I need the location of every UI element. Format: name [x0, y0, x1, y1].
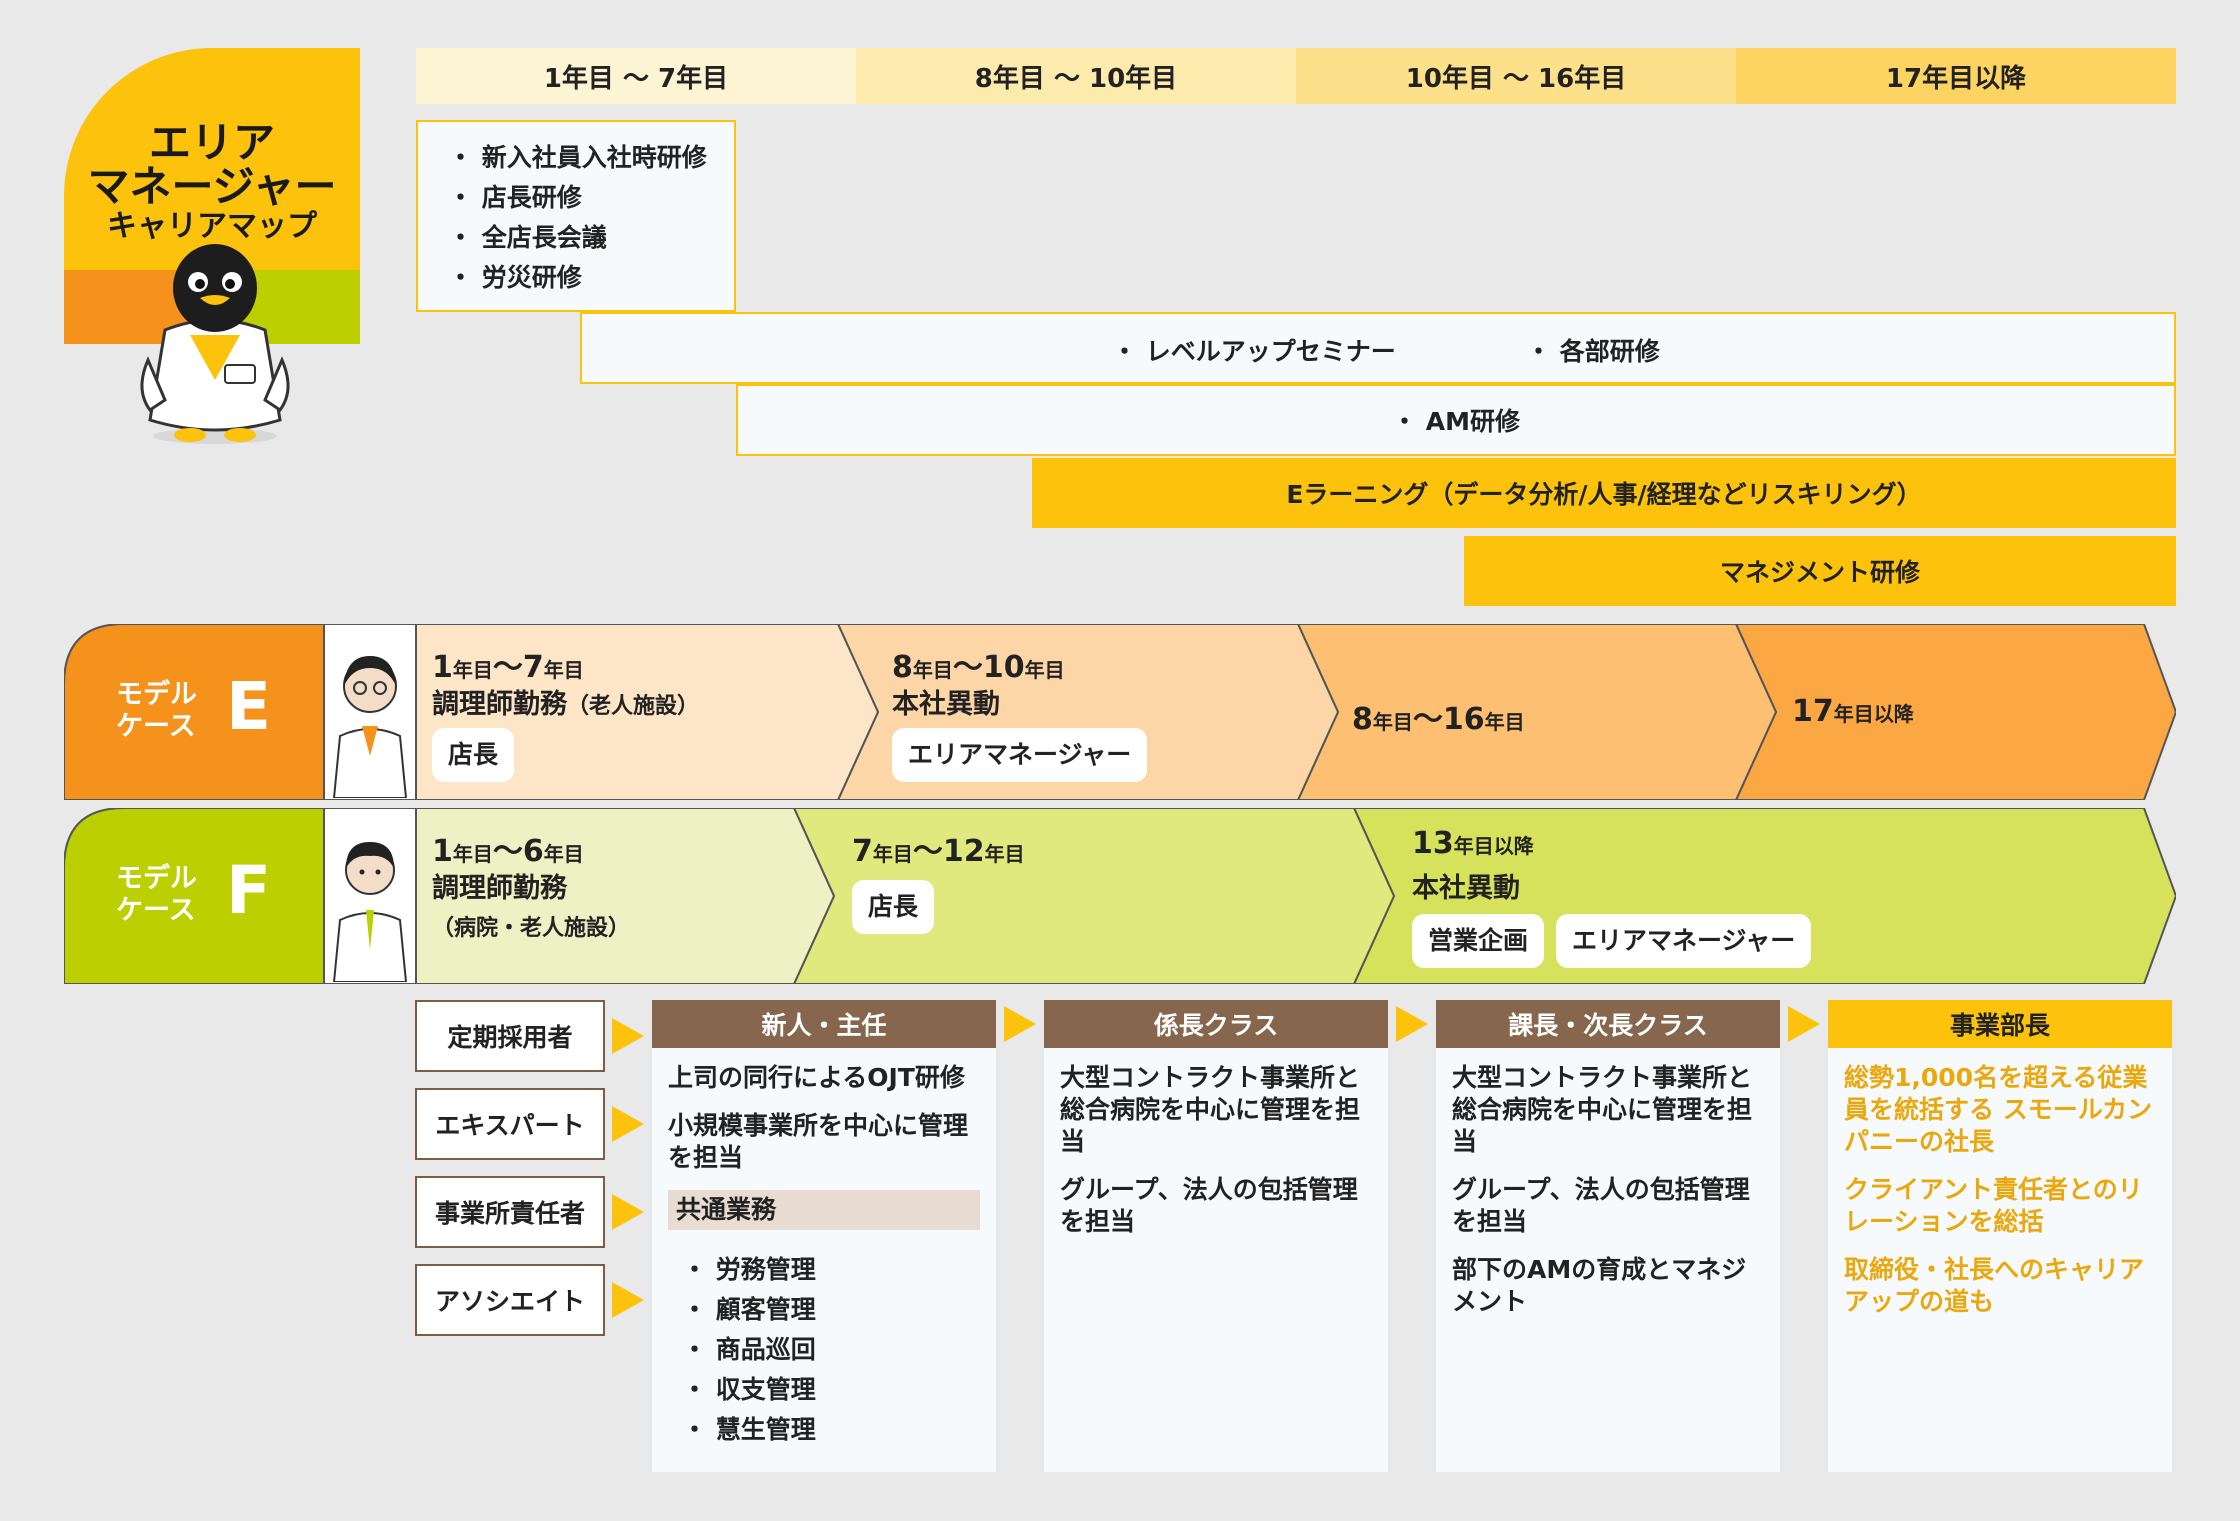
col-head-section-chief: 課長・次長クラス [1436, 1000, 1780, 1048]
col-item: グループ、法人の包括管理を担当 [1452, 1174, 1764, 1238]
year-header-4: 17年目以降 [1736, 48, 2176, 104]
case-f-s2-pill: 店長 [852, 880, 934, 934]
case-f-label1: モデル [116, 864, 197, 894]
case-f-label2: ケース [116, 896, 196, 926]
training-levelup-row: ・ レベルアップセミナー ・ 各部研修 [580, 312, 2176, 384]
col-head-division-head: 事業部長 [1828, 1000, 2172, 1048]
entry-associate: アソシエイト [415, 1264, 605, 1336]
col-item: 部下のAMの育成とマネジメント [1452, 1254, 1764, 1318]
col-head-newcomer: 新人・主任 [652, 1000, 996, 1048]
training-levelup: ・ レベルアップセミナー [1112, 332, 1396, 368]
training-item: ・ 全店長会議 [448, 218, 734, 258]
case-f-s3-pill1: 営業企画 [1412, 914, 1544, 968]
arrow-right-icon [1004, 1006, 1036, 1042]
case-e-s3-years: 8年目～16年目 [1352, 694, 1525, 738]
col-body-section-chief: 大型コントラクト事業所と総合病院を中心に管理を担当 グループ、法人の包括管理を担… [1436, 1048, 1780, 1472]
year-header-1: 1年目 ～ 7年目 [416, 48, 856, 104]
model-case-e: モデル ケース E 1年目～7年目 調理師勤務（老人施設） 店長 8年目～10年… [64, 624, 2176, 800]
case-f-s2-years: 7年目～12年目 [852, 826, 1025, 870]
year-header-3: 10年目 ～ 16年目 [1296, 48, 1736, 104]
training-dept: ・ 各部研修 [1526, 332, 1660, 368]
arrow-right-icon [612, 1018, 644, 1054]
arrow-right-icon [612, 1106, 644, 1142]
case-e-s1-years: 1年目～7年目 [432, 642, 584, 686]
col-head-chief: 係長クラス [1044, 1000, 1388, 1048]
training-elearning: Eラーニング（データ分析/人事/経理などリスキリング） [1032, 458, 2176, 528]
arrow-right-icon [1396, 1006, 1428, 1042]
case-e-s2-job: 本社異動 [892, 682, 1000, 721]
case-f-letter: F [226, 852, 271, 929]
case-f-s1-job2: （病院・老人施設） [432, 910, 630, 942]
title-line2: マネージャー [64, 164, 360, 210]
col-item: 小規模事業所を中心に管理を担当 [668, 1110, 980, 1174]
entry-regular: 定期採用者 [415, 1000, 605, 1072]
col-item: 総勢1,000名を超える従業員を統括する スモールカンパニーの社長 [1844, 1062, 2156, 1158]
list-item: ・ 顧客管理 [668, 1290, 980, 1330]
case-e-letter: E [226, 668, 271, 745]
case-f-s3-pill2: エリアマネージャー [1556, 914, 1811, 968]
case-e-label1: モデル [116, 680, 197, 710]
col-body-division-head: 総勢1,000名を超える従業員を統括する スモールカンパニーの社長 クライアント… [1828, 1048, 2172, 1472]
training-item: ・ 労災研修 [448, 258, 734, 298]
case-f-s1-years: 1年目～6年目 [432, 826, 584, 870]
arrow-right-icon [612, 1194, 644, 1230]
female-chef-avatar-icon [326, 646, 414, 798]
arrow-right-icon [612, 1282, 644, 1318]
training-item: ・ 新入社員入社時研修 [448, 138, 734, 178]
model-case-f: モデル ケース F 1年目～6年目 調理師勤務 （病院・老人施設） 7年目～12… [64, 808, 2176, 984]
training-item: ・ 店長研修 [448, 178, 734, 218]
penguin-mascot-icon [130, 240, 300, 450]
case-f-s1-job: 調理師勤務 [432, 866, 567, 905]
case-e-s2-pill: エリアマネージャー [892, 728, 1147, 782]
training-management: マネジメント研修 [1464, 536, 2176, 606]
case-f-s3-job: 本社異動 [1412, 866, 1520, 905]
col-item: 取締役・社長へのキャリアアップの道も [1844, 1254, 2156, 1318]
case-e-s4-years: 17年目以降 [1792, 694, 1914, 729]
common-duties-list: ・ 労務管理 ・ 顧客管理 ・ 商品巡回 ・ 収支管理 ・ 慧生管理 [668, 1250, 980, 1450]
col-item: クライアント責任者とのリレーションを総括 [1844, 1174, 2156, 1238]
arrow-right-icon [1788, 1006, 1820, 1042]
case-e-s2-years: 8年目～10年目 [892, 642, 1065, 686]
col-item: グループ、法人の包括管理を担当 [1060, 1174, 1372, 1238]
case-e-s1-job: 調理師勤務（老人施設） [432, 682, 699, 721]
year-header-2: 8年目 ～ 10年目 [856, 48, 1296, 104]
col-body-newcomer: 上司の同行によるOJT研修 小規模事業所を中心に管理を担当 共通業務 ・ 労務管… [652, 1048, 996, 1472]
case-e-label2: ケース [116, 712, 196, 742]
entry-expert: エキスパート [415, 1088, 605, 1160]
list-item: ・ 慧生管理 [668, 1410, 980, 1450]
title-line3: キャリアマップ [64, 210, 360, 244]
male-chef-avatar-icon [326, 830, 414, 982]
training-first-year: ・ 新入社員入社時研修 ・ 店長研修 ・ 全店長会議 ・ 労災研修 [416, 120, 736, 312]
list-item: ・ 商品巡回 [668, 1330, 980, 1370]
entry-manager: 事業所責任者 [415, 1176, 605, 1248]
col-item: 大型コントラクト事業所と総合病院を中心に管理を担当 [1060, 1062, 1372, 1158]
title-line1: エリア [64, 122, 360, 164]
col-item: 上司の同行によるOJT研修 [668, 1062, 980, 1094]
case-f-s3-years: 13年目以降 [1412, 826, 1534, 861]
common-duties-label: 共通業務 [668, 1190, 980, 1230]
training-am: ・ AM研修 [736, 384, 2176, 456]
case-e-s1-pill: 店長 [432, 728, 514, 782]
col-item: 大型コントラクト事業所と総合病院を中心に管理を担当 [1452, 1062, 1764, 1158]
list-item: ・ 労務管理 [668, 1250, 980, 1290]
col-body-chief: 大型コントラクト事業所と総合病院を中心に管理を担当 グループ、法人の包括管理を担… [1044, 1048, 1388, 1472]
list-item: ・ 収支管理 [668, 1370, 980, 1410]
